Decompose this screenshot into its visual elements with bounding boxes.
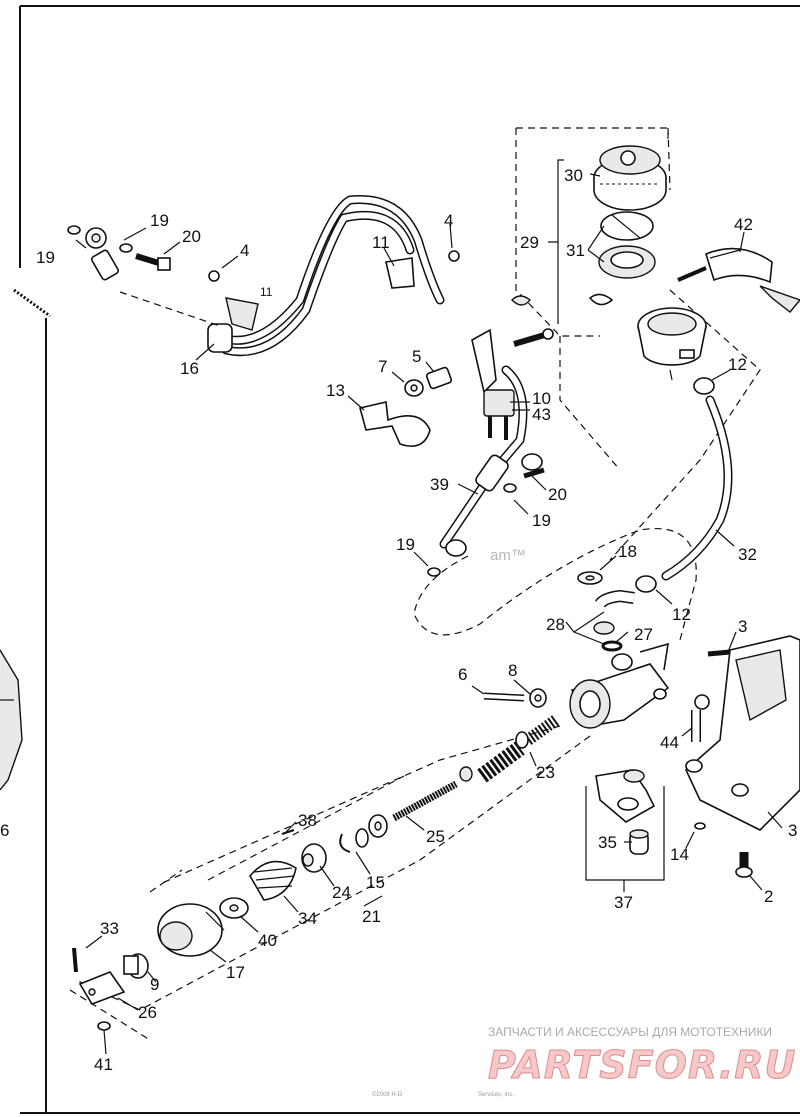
reservoir-gasket (511, 293, 614, 347)
adjacent-page-fragment (0, 649, 23, 791)
callout-20: 20 (182, 227, 201, 246)
callout-41: 41 (94, 1055, 113, 1074)
copyright-text: Services, Inc. (478, 1092, 514, 1098)
cylinder-bolt (483, 688, 547, 708)
reservoir-clamp (677, 247, 800, 313)
callout-18: 18 (618, 542, 637, 561)
hose-clip (385, 257, 415, 289)
callout-42: 42 (734, 215, 753, 234)
callout-19: 19 (36, 248, 55, 267)
callout-28: 28 (546, 615, 565, 634)
callout-19: 19 (150, 211, 169, 230)
clevis-9-26 (72, 829, 295, 1031)
mounting-bracket (685, 635, 800, 878)
callout-2: 2 (764, 887, 773, 906)
axis-lower (75, 735, 591, 1011)
callout-8: 8 (508, 661, 517, 680)
reservoir-box-left (515, 128, 600, 337)
reservoir-cap (593, 145, 667, 211)
callout-38: 38 (298, 811, 317, 830)
switch-bolt (404, 366, 453, 397)
copyright-faint: ©2009 H-D (372, 1091, 403, 1098)
axis-upper (159, 725, 561, 885)
callout-20: 20 (548, 485, 567, 504)
callout-14: 14 (670, 845, 689, 864)
axis-clevis (69, 989, 151, 1041)
upper-hose (207, 195, 445, 357)
callout-32: 32 (738, 545, 757, 564)
callout-30: 30 (564, 166, 583, 185)
callout-3: 3 (788, 821, 797, 840)
callout-31: 31 (566, 241, 585, 260)
supply-hose (635, 377, 733, 593)
nut-left (208, 270, 220, 282)
callout-39: 39 (430, 475, 449, 494)
callout-19: 19 (532, 511, 551, 530)
callout-33: 33 (100, 919, 119, 938)
callout-4: 4 (444, 211, 453, 230)
callout-26: 26 (138, 1003, 157, 1022)
callout-19: 19 (396, 535, 415, 554)
shop-logo: PARTSFOR.RU (488, 1043, 796, 1087)
callout-35: 35 (598, 833, 617, 852)
banjo-fitting-top (67, 225, 221, 327)
callout-25: 25 (426, 827, 445, 846)
bracket-box-37 (585, 786, 665, 881)
reservoir-box-lower (559, 336, 621, 471)
callout-24: 24 (332, 883, 351, 902)
callout-7: 7 (378, 357, 387, 376)
lower-hose (427, 453, 545, 577)
master-cylinder (569, 642, 670, 729)
callout-12: 12 (728, 355, 747, 374)
callout-29: 29 (520, 233, 539, 252)
callout-17: 17 (226, 963, 245, 982)
callout-5: 5 (412, 347, 421, 366)
reservoir-box-top (516, 127, 671, 191)
reservoir-diaphragm (598, 211, 656, 279)
callout-10: 10 (532, 389, 551, 408)
callout-23: 23 (536, 763, 555, 782)
callout-6-adjacent: 6 (0, 821, 9, 840)
hose-bracket (359, 401, 431, 447)
callout-44: 44 (660, 733, 679, 752)
pressure-switch (471, 328, 528, 471)
callout-12: 12 (672, 605, 691, 624)
axis-boot (149, 775, 405, 893)
callout-43: 43 (532, 405, 551, 424)
callout-40: 40 (258, 931, 277, 950)
reservoir-box-right (609, 289, 761, 561)
am-watermark: am™ (490, 547, 526, 564)
callout-6: 6 (458, 665, 467, 684)
reservoir-body (637, 307, 707, 381)
callout-37: 37 (614, 893, 633, 912)
boot-24-34 (219, 843, 327, 919)
callout-16: 16 (180, 359, 199, 378)
callout-11-ghost: 11 (260, 285, 273, 299)
callout-11: 11 (372, 233, 390, 252)
torn-edge (13, 288, 51, 318)
pivot-bracket (595, 769, 656, 855)
nut-right (448, 250, 460, 262)
callout-15: 15 (366, 873, 385, 892)
shop-tagline: ЗАПЧАСТИ И АКСЕССУАРЫ ДЛЯ МОТОТЕХНИКИ (488, 1025, 772, 1039)
callout-27: 27 (634, 625, 653, 644)
callout-3: 3 (738, 617, 747, 636)
callout-4: 4 (240, 241, 249, 260)
inlet-fitting (577, 571, 635, 652)
callout-34: 34 (298, 909, 317, 928)
callout-numbers: 30 29 31 42 19 19 20 4 4 11 16 7 5 13 10… (0, 166, 797, 1074)
pushrod-25 (339, 780, 458, 853)
callout-21: 21 (362, 907, 381, 926)
spring-23 (459, 715, 560, 783)
boot-17 (157, 903, 225, 957)
callout-9: 9 (150, 975, 159, 994)
leader-lines (75, 159, 783, 1055)
callout-13: 13 (326, 381, 345, 400)
